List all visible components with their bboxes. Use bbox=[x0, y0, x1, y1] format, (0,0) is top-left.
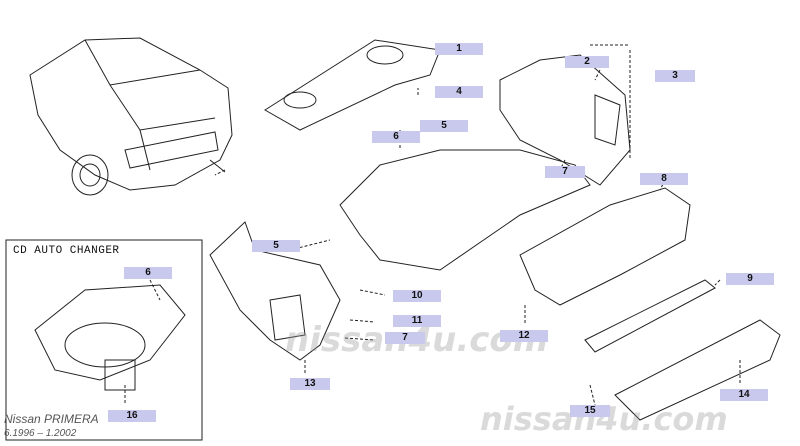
parcel-shelf bbox=[264, 39, 441, 131]
callout-12: 12 bbox=[500, 330, 548, 342]
callout-3: 3 bbox=[655, 70, 695, 82]
callout-16: 16 bbox=[108, 410, 156, 422]
inset-box bbox=[5, 239, 203, 441]
trunk-floor-mat bbox=[339, 149, 591, 271]
callout-2: 2 bbox=[565, 56, 609, 68]
car-illustration bbox=[29, 37, 233, 196]
left-side-trim bbox=[209, 221, 341, 361]
callout-14: 14 bbox=[720, 389, 768, 401]
callout-4: 4 bbox=[435, 86, 483, 98]
callout-13: 13 bbox=[290, 378, 330, 390]
callout-6b: 6 bbox=[124, 267, 172, 279]
callout-15: 15 bbox=[570, 405, 610, 417]
callout-5b: 5 bbox=[252, 240, 300, 252]
callout-5: 5 bbox=[420, 120, 468, 132]
callout-7b: 7 bbox=[385, 332, 425, 344]
rear-board bbox=[519, 187, 691, 306]
inset-title: CD AUTO CHANGER bbox=[13, 245, 120, 257]
footer-model: Nissan PRIMERA bbox=[4, 412, 99, 426]
callout-8: 8 bbox=[640, 173, 688, 185]
callout-6: 6 bbox=[372, 131, 420, 143]
sill-strip bbox=[584, 279, 716, 353]
callout-7: 7 bbox=[545, 166, 585, 178]
callout-1: 1 bbox=[435, 43, 483, 55]
callout-9: 9 bbox=[726, 273, 774, 285]
callout-11: 11 bbox=[393, 315, 441, 327]
callout-10: 10 bbox=[393, 290, 441, 302]
side-trim bbox=[499, 54, 631, 186]
lid-trim bbox=[614, 319, 781, 421]
footer-dates: 6.1996 – 1.2002 bbox=[4, 428, 77, 439]
